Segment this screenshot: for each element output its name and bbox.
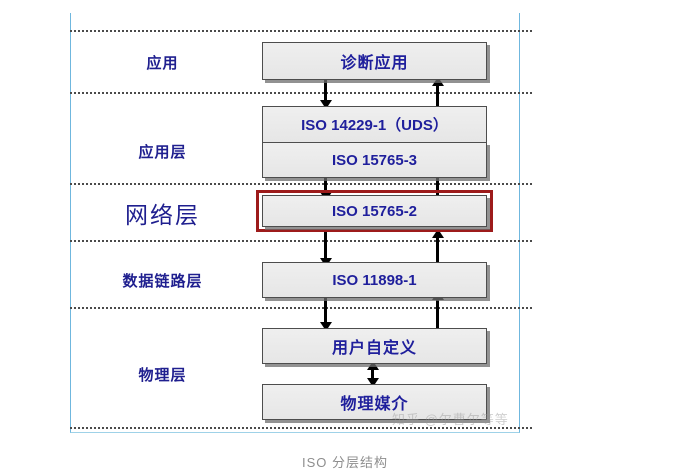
layer-label-application-layer: 应用层 [138,144,187,161]
layer-separator-bottom [70,427,532,429]
box-iso-15765-3[interactable]: ISO 15765-3 [262,142,487,178]
arrowhead-up-icon [431,229,444,238]
arrow-bidirectional-user-defined-to-physical-medium [366,361,379,387]
layer-separator-application [70,92,532,94]
box-user-defined[interactable]: 用户自定义 [262,328,487,364]
arrowhead-down-icon [319,322,332,331]
arrow-down-network-layer-to-data-link-layer [319,230,332,267]
arrow-up-data-link-layer-to-network-layer [431,229,444,266]
layer-separator-network-layer [70,240,532,242]
watermark: 知乎 @尔曹尔等等 [392,412,509,427]
arrowhead-down-icon [366,378,379,387]
box-iso-11898-1[interactable]: ISO 11898-1 [262,262,487,298]
layer-label-physical-layer: 物理层 [138,367,187,384]
figure-caption: ISO 分层结构 [301,455,388,470]
layer-label-network-layer: 网络层 [125,203,200,228]
layer-separator-application-layer [70,183,532,185]
layer-separator-top [70,30,532,32]
network-layer-highlight-frame [256,190,493,232]
box-iso-15765-2[interactable]: ISO 15765-2 [262,195,487,227]
arrowhead-down-icon [319,100,332,109]
arrowhead-up-icon [431,77,444,86]
box-diagnostic-application[interactable]: 诊断应用 [262,42,487,80]
box-physical-medium[interactable]: 物理媒介 [262,384,487,420]
layer-label-data-link-layer: 数据链路层 [122,273,203,290]
box-iso-14229-1[interactable]: ISO 14229-1（UDS） [262,106,487,142]
arrow-down-application-to-app-layer [319,78,332,109]
arrow-up-app-layer-to-application [431,77,444,108]
arrow-down-data-link-layer-to-physical-layer [319,292,332,331]
layer-separator-data-link-layer [70,307,532,309]
arrowhead-up-icon [366,361,379,370]
layer-label-application: 应用 [146,55,179,72]
